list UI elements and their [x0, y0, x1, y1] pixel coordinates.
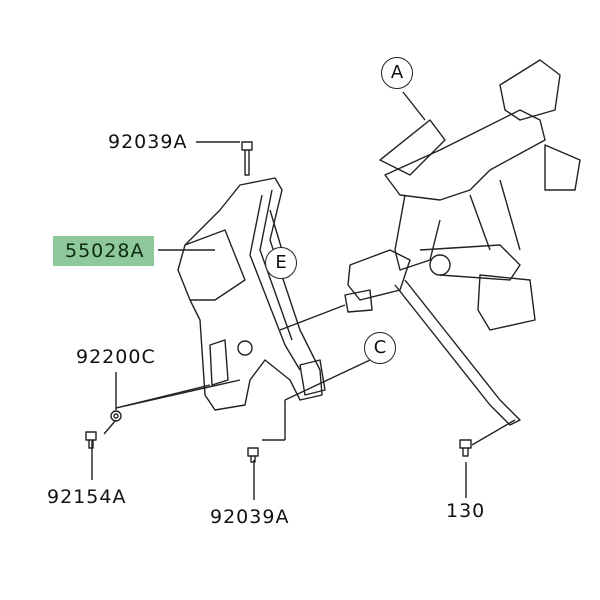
part-number-92039a-bottom: 92039A: [210, 506, 290, 528]
bracket-55028a: [177, 177, 326, 411]
part-number-55028a-highlighted: 55028A: [53, 236, 155, 266]
part-number-92200c: 92200C: [76, 346, 156, 368]
bolts: [85, 141, 472, 463]
leader-lines: [91, 91, 516, 500]
frame-assembly: [344, 59, 581, 426]
part-number-130: 130: [446, 500, 486, 522]
callout-e: E: [265, 247, 297, 279]
part-number-92154a: 92154A: [47, 486, 127, 508]
part-number-92039a-top: 92039A: [108, 131, 188, 153]
callout-c: C: [364, 332, 396, 364]
callout-a: A: [381, 57, 413, 89]
